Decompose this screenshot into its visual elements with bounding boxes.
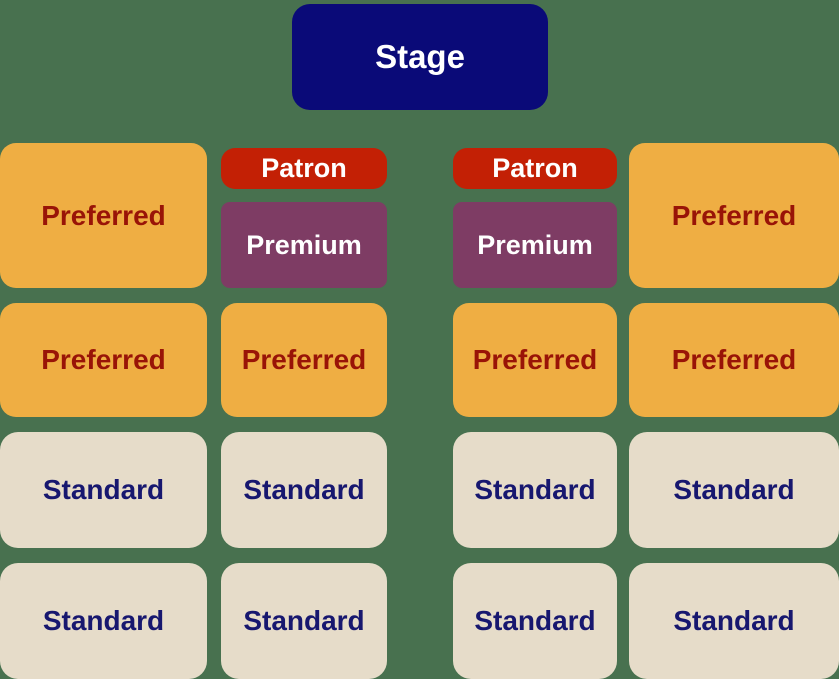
section-preferred-row1-col4[interactable]: Preferred bbox=[629, 143, 839, 288]
section-preferred-row2-col3[interactable]: Preferred bbox=[453, 303, 617, 417]
section-standard-row3-col1[interactable]: Standard bbox=[0, 432, 207, 548]
section-patron-row1-col2[interactable]: Patron bbox=[221, 148, 387, 189]
section-standard-row4-col2[interactable]: Standard bbox=[221, 563, 387, 679]
section-standard-row4-col4[interactable]: Standard bbox=[629, 563, 839, 679]
stage-label: Stage bbox=[292, 4, 548, 110]
section-standard-row4-col1[interactable]: Standard bbox=[0, 563, 207, 679]
section-standard-row4-col3[interactable]: Standard bbox=[453, 563, 617, 679]
section-patron-row1-col3[interactable]: Patron bbox=[453, 148, 617, 189]
section-preferred-row2-col2[interactable]: Preferred bbox=[221, 303, 387, 417]
section-premium-row1-col2[interactable]: Premium bbox=[221, 202, 387, 288]
section-standard-row3-col4[interactable]: Standard bbox=[629, 432, 839, 548]
section-preferred-row2-col4[interactable]: Preferred bbox=[629, 303, 839, 417]
section-preferred-row2-col1[interactable]: Preferred bbox=[0, 303, 207, 417]
section-preferred-row1-col1[interactable]: Preferred bbox=[0, 143, 207, 288]
section-standard-row3-col3[interactable]: Standard bbox=[453, 432, 617, 548]
section-premium-row1-col3[interactable]: Premium bbox=[453, 202, 617, 288]
section-standard-row3-col2[interactable]: Standard bbox=[221, 432, 387, 548]
